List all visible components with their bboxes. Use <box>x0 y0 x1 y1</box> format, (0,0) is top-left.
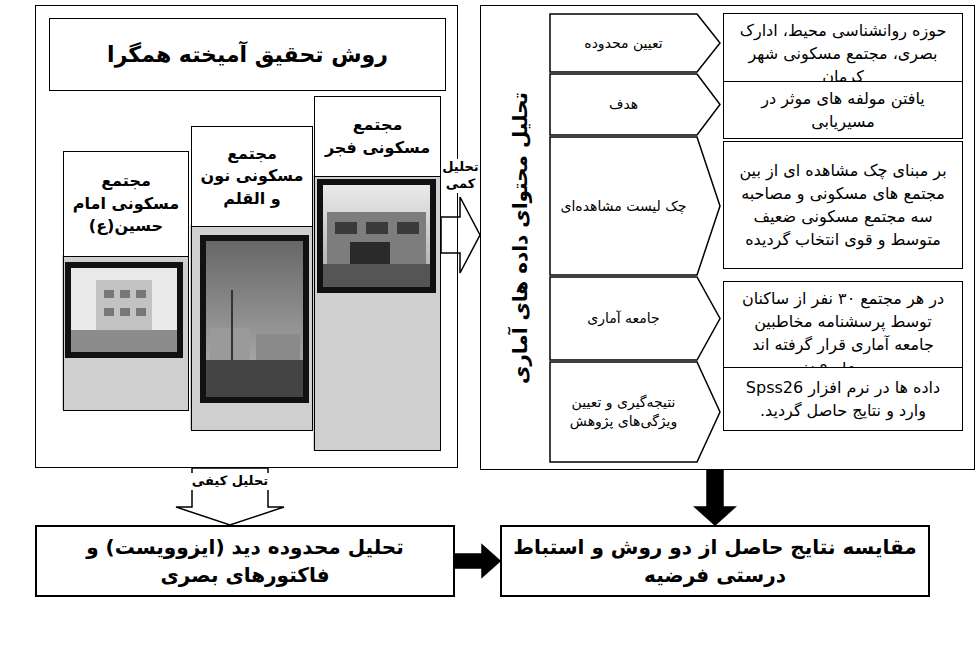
panel-ground <box>313 175 440 450</box>
chevron-outline <box>550 137 720 275</box>
complex-name: مجتمع مسکونی فجر <box>315 97 440 177</box>
photo-ground <box>323 264 430 287</box>
step-box: بر مبنای چک مشاهده ای از بین مجتمع های م… <box>723 141 963 269</box>
step-chevron: چک لیست مشاهده‌ای <box>549 136 721 276</box>
panel-ground <box>62 255 188 410</box>
step-text: داده ها در نرم افزار Spss26 وارد و نتایج… <box>732 376 954 422</box>
arrow-label: تحلیل کیفی <box>191 473 269 490</box>
result-text: مقایسه نتایج حاصل از دو روش و استباط درس… <box>512 533 918 589</box>
complex-name: مجتمع مسکونی نون و القلم <box>192 127 312 227</box>
photo-ground <box>71 330 177 352</box>
complex-panel: مجتمع مسکونی فجر <box>314 96 441 451</box>
photo-building <box>210 328 250 360</box>
chevron-outline <box>550 74 720 135</box>
photo-window <box>120 290 130 298</box>
vertical-heading: تحلیل محتوای داده های آماری <box>508 91 532 383</box>
block-arrow <box>176 468 284 525</box>
block-arrow <box>455 545 500 577</box>
step-chevron: نتیجه‌گیری و تعیین ویژگی‌های پژوهش <box>549 361 721 463</box>
method-frame: روش تحقیق آمیخته همگرامجتمع مسکونی فجرمج… <box>35 5 458 468</box>
heading-column: تحلیل محتوای داده های آماری <box>491 6 549 469</box>
complex-panel: مجتمع مسکونی نون و القلم <box>191 126 313 431</box>
photo-building <box>327 212 426 264</box>
step-chevron: تعیین محدوده <box>549 13 721 73</box>
step-text: حوزه روانشناسی محیط، ادارک بصری، مجتمع م… <box>732 19 954 89</box>
block-arrow <box>695 470 735 525</box>
photo-ground <box>206 360 303 397</box>
result-box: تحلیل محدوده دید (ایزوویست) و فاکتورهای … <box>35 525 455 597</box>
photo-window <box>335 222 357 234</box>
step-text: در هر مجتمع ۳۰ نفر از ساکنان توسط پرسشنا… <box>732 287 954 380</box>
complex-panel: مجتمع مسکونی امام حسین(ع) <box>63 151 189 411</box>
photo-window <box>136 290 146 298</box>
step-label: تعیین محدوده <box>554 13 693 73</box>
arrow-label: تحلیل کمی <box>441 159 479 193</box>
step-label: نتیجه‌گیری و تعیین ویژگی‌های پژوهش <box>554 361 693 463</box>
result-box: مقایسه نتایج حاصل از دو روش و استباط درس… <box>500 525 930 597</box>
photo-building <box>256 334 300 360</box>
photo-window <box>366 222 388 234</box>
method-title: روش تحقیق آمیخته همگرا <box>49 18 446 91</box>
photo-frame <box>68 265 180 355</box>
step-box: یافتن مولفه های موثر در مسیریابی <box>723 81 963 139</box>
photo-pole <box>231 290 233 360</box>
chevron-outline <box>549 361 721 463</box>
step-label: چک لیست مشاهده‌ای <box>554 136 693 276</box>
photo-window <box>397 222 419 234</box>
photo-window <box>104 308 114 316</box>
analysis-frame: تحلیل محتوای داده های آماری تعیین محدوده ح… <box>480 5 975 470</box>
step-chevron: جامعه آماری <box>549 276 721 361</box>
photo-window <box>120 308 130 316</box>
photo-window <box>104 290 114 298</box>
photo-building <box>96 280 152 330</box>
result-text: تحلیل محدوده دید (ایزوویست) و فاکتورهای … <box>47 533 443 589</box>
photo-frame <box>203 238 306 400</box>
step-text: یافتن مولفه های موثر در مسیریابی <box>732 87 954 133</box>
step-label: جامعه آماری <box>554 276 693 361</box>
step-text: بر مبنای چک مشاهده ای از بین مجتمع های م… <box>732 159 954 252</box>
panel-ground <box>190 225 312 430</box>
photo-frame <box>320 182 433 290</box>
complex-name: مجتمع مسکونی امام حسین(ع) <box>64 152 188 257</box>
photo-window <box>136 308 146 316</box>
step-chevron: هدف <box>549 73 721 136</box>
block-arrow <box>441 197 480 273</box>
chevron-outline <box>550 277 720 360</box>
chevron-outline <box>550 14 720 72</box>
step-box: داده ها در نرم افزار Spss26 وارد و نتایج… <box>723 367 963 431</box>
step-label: هدف <box>554 73 693 136</box>
chevron-outline <box>550 362 720 462</box>
photo-door <box>350 242 390 264</box>
